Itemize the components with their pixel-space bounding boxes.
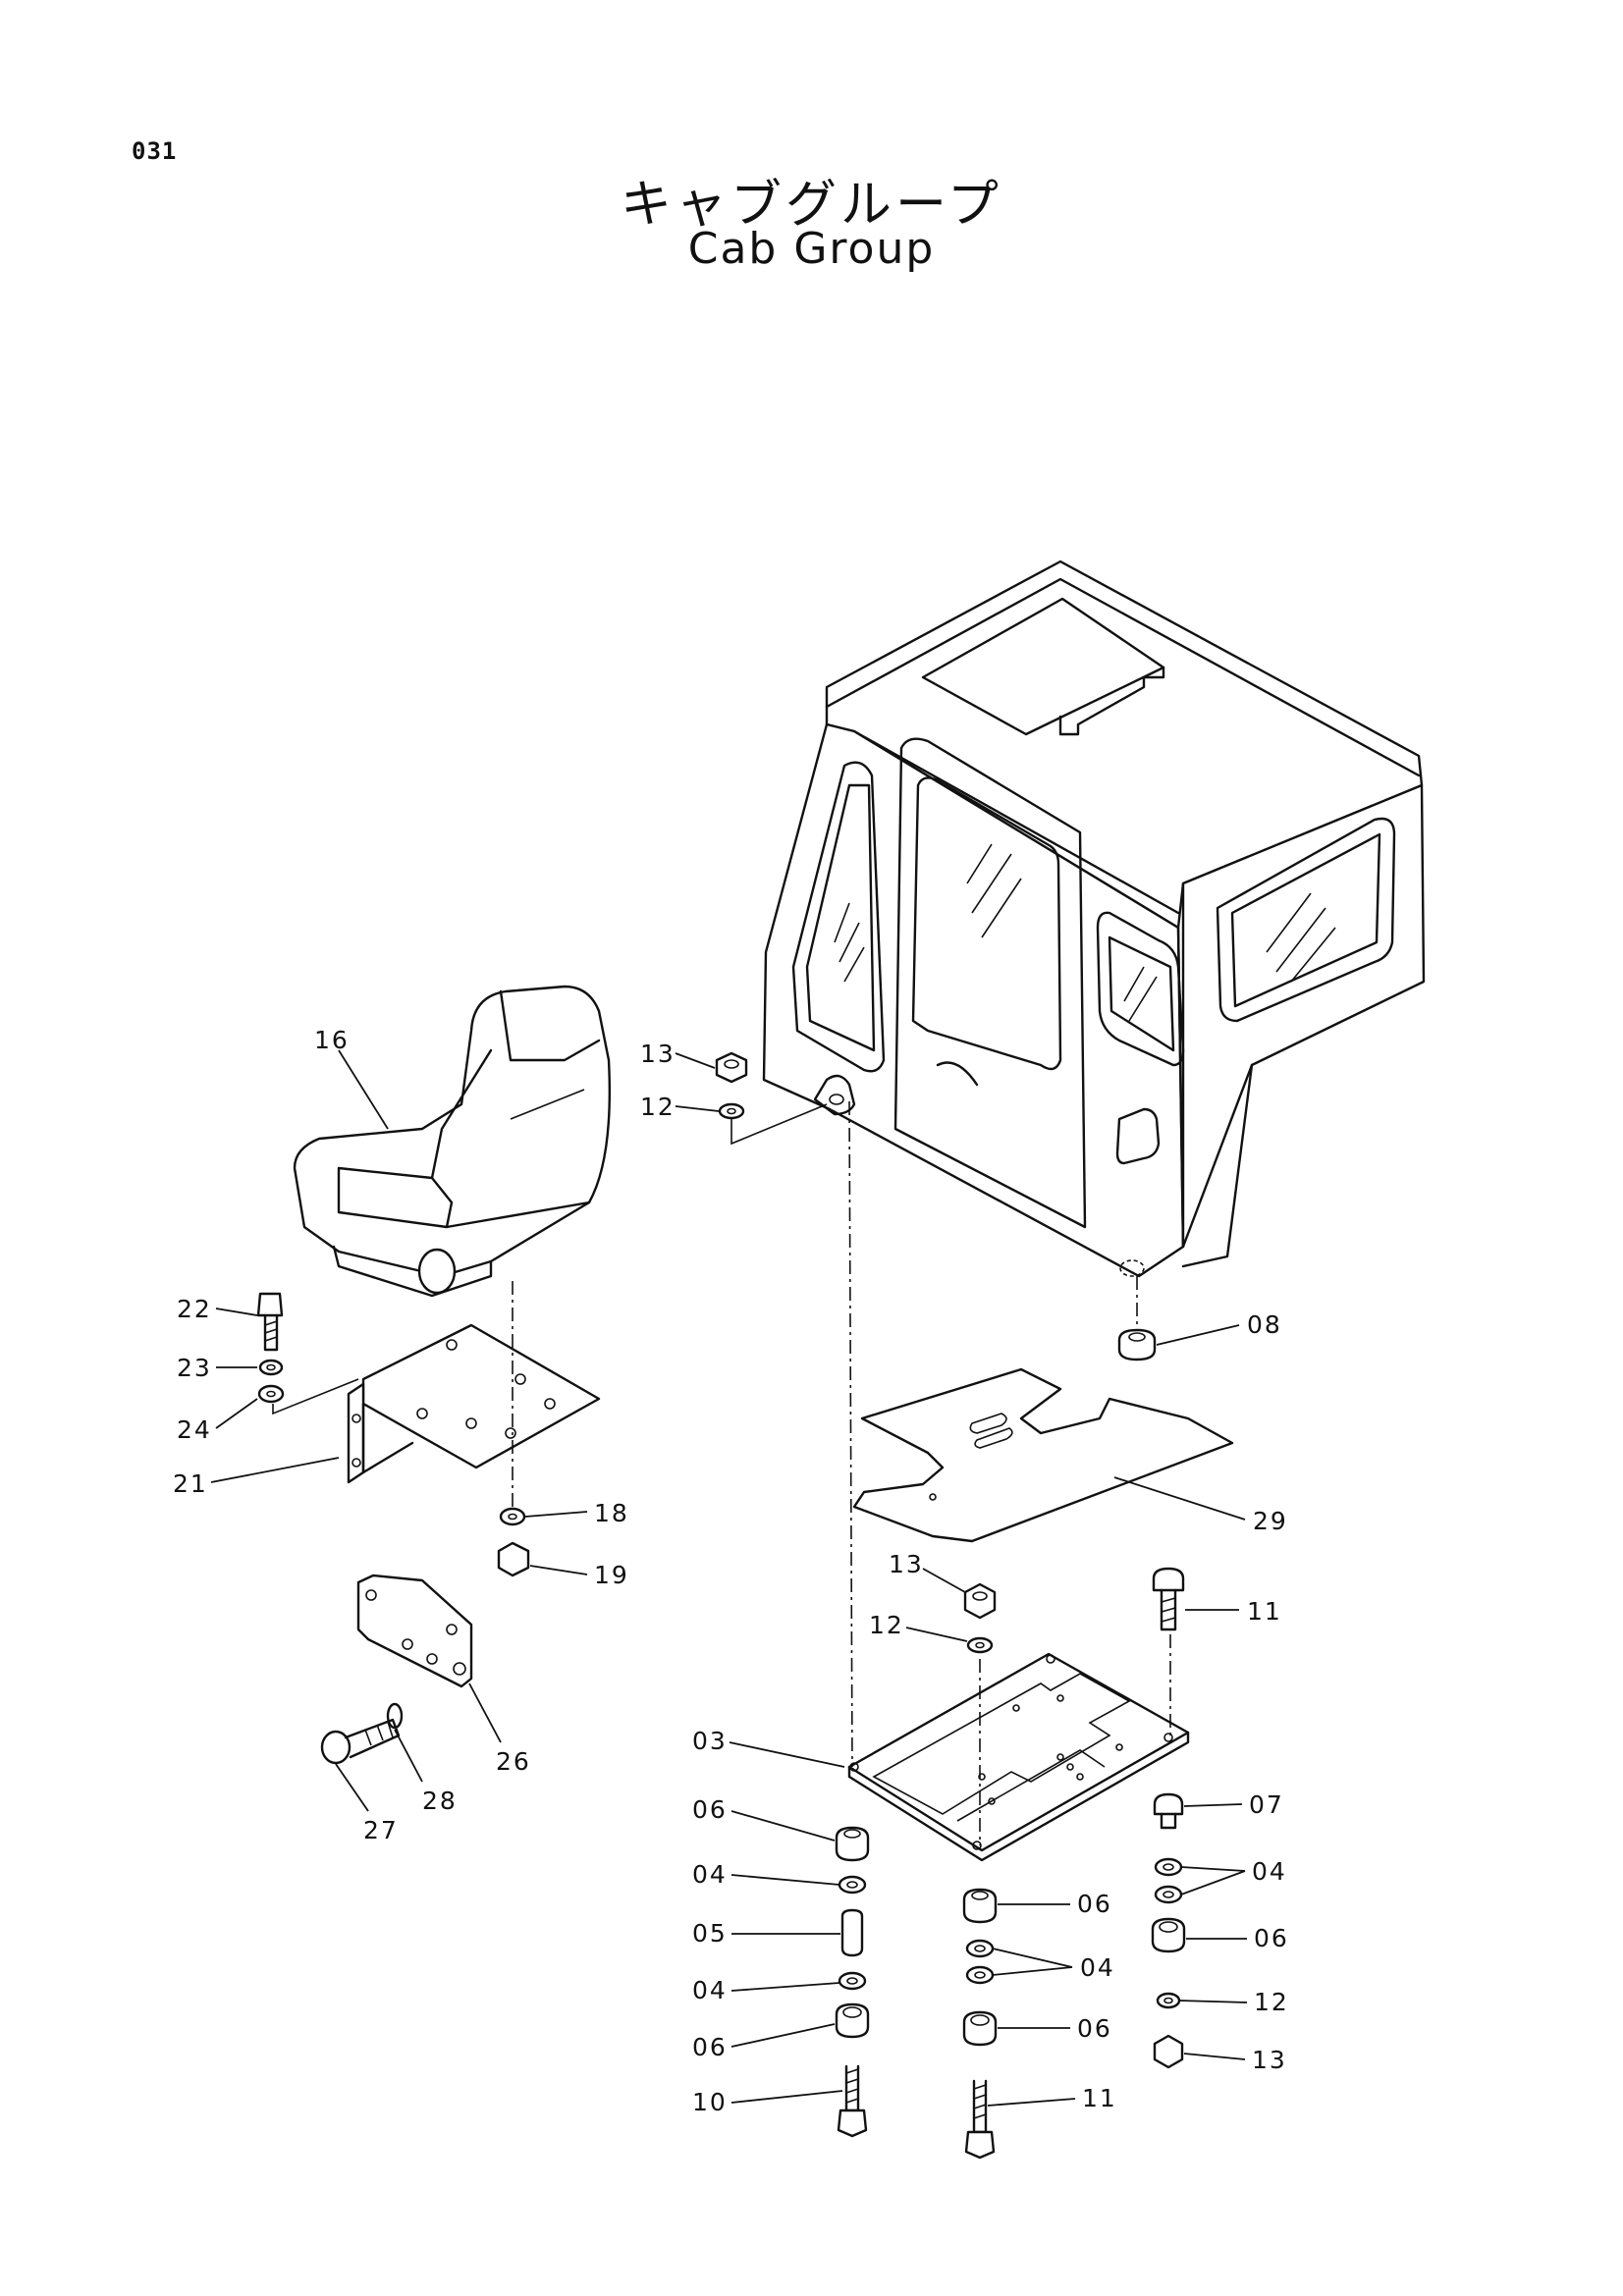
seat-plate-21 xyxy=(347,1323,601,1484)
callout-04-d: 04 xyxy=(692,1976,728,2004)
callout-07: 07 xyxy=(1249,1790,1284,1819)
callout-28: 28 xyxy=(422,1787,458,1815)
callout-23: 23 xyxy=(177,1354,212,1382)
base-plate-03 xyxy=(847,1652,1190,1862)
callout-05: 05 xyxy=(692,1919,728,1948)
hardware xyxy=(256,1051,1185,1765)
callout-13-mid: 13 xyxy=(889,1550,924,1578)
callout-04-c: 04 xyxy=(1080,1953,1115,1982)
callout-06-d: 06 xyxy=(1077,2014,1112,2043)
center-lines xyxy=(272,1100,1171,1845)
back-plate-26 xyxy=(356,1574,473,1688)
cab-illustration xyxy=(762,560,1426,1278)
mount-stack-right xyxy=(1151,1792,1186,2069)
callout-11-low: 11 xyxy=(1082,2084,1117,2112)
mount-stack-center xyxy=(962,1888,998,2160)
callout-26: 26 xyxy=(496,1747,531,1776)
callout-06-e: 06 xyxy=(692,2033,728,2061)
callout-24: 24 xyxy=(177,1415,212,1444)
callout-12-top: 12 xyxy=(640,1093,676,1121)
leader-lines xyxy=(210,1049,1248,2107)
callout-13-top: 13 xyxy=(640,1040,676,1068)
callout-22: 22 xyxy=(177,1295,212,1323)
callout-06-c: 06 xyxy=(1254,1924,1289,1952)
callout-03: 03 xyxy=(692,1727,728,1755)
callout-10: 10 xyxy=(692,2088,728,2116)
callout-06-b: 06 xyxy=(1077,1890,1112,1918)
title-japanese: キャブグループ xyxy=(621,176,1002,235)
title-english: Cab Group xyxy=(687,224,936,274)
seat-illustration xyxy=(293,985,612,1298)
floor-mat-29 xyxy=(852,1367,1234,1543)
page-number: 031 xyxy=(132,137,178,165)
callout-04-b: 04 xyxy=(1252,1857,1287,1886)
callout-29: 29 xyxy=(1253,1507,1288,1535)
callout-19: 19 xyxy=(594,1561,629,1589)
callout-13-low: 13 xyxy=(1252,2046,1287,2074)
callout-27: 27 xyxy=(363,1816,399,1844)
callout-12-mid: 12 xyxy=(869,1611,904,1639)
callout-06-a: 06 xyxy=(692,1795,728,1824)
callout-11-top: 11 xyxy=(1247,1597,1282,1626)
callout-18: 18 xyxy=(594,1499,629,1527)
callout-21: 21 xyxy=(173,1469,208,1498)
mount-stack-left xyxy=(835,1826,870,2138)
callout-08: 08 xyxy=(1247,1310,1282,1339)
callout-labels: 16 13 12 22 23 24 21 18 19 08 29 13 12 1… xyxy=(173,1026,1289,2116)
callout-16: 16 xyxy=(314,1026,350,1054)
callout-04-a: 04 xyxy=(692,1860,728,1889)
callout-12-low: 12 xyxy=(1254,1988,1289,2016)
